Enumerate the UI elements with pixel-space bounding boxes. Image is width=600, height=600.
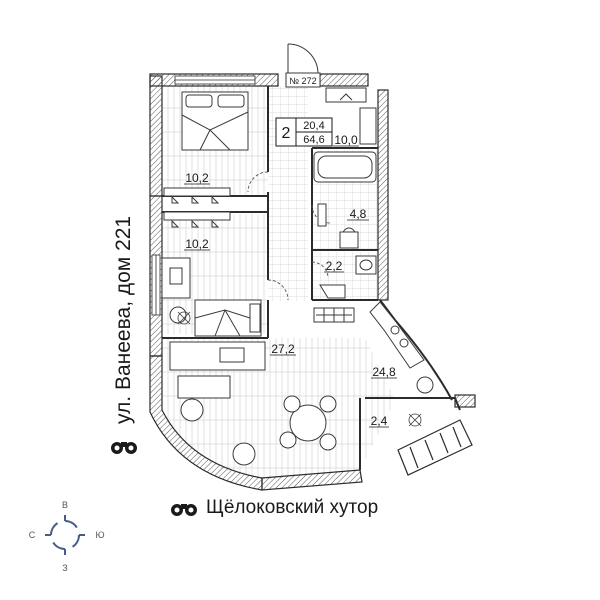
project-label: Щёлоковский хутор [170,497,378,519]
hall-furniture [313,87,377,323]
area-bathroom: 4,8 [350,207,367,221]
apartment-number: № 272 [289,76,316,86]
windows [151,75,256,316]
dining-table [279,395,337,451]
area-living-room: 27,2 [271,342,295,356]
area-hall: 10,0 [334,133,358,147]
area-kitchen: 24,8 [372,365,396,379]
plants [177,311,422,427]
interior-walls [162,86,378,339]
binoculars-icon [171,504,197,516]
compass-ring [50,520,80,550]
area-wc: 2,2 [326,259,343,273]
compass-south: Ю [95,530,104,540]
wardrobes [163,187,231,228]
compass-west: З [62,563,67,573]
wc-fixtures [319,255,377,299]
project-name: Щёлоковский хутор [206,497,379,518]
compass-north: С [29,530,36,540]
area-bedroom-1: 10,2 [185,171,209,185]
room-area-labels: 10,2 10,2 10,0 4,8 2,2 27,2 24,8 2,4 [184,133,397,428]
bed-1 [181,91,249,151]
rooms-count: 2 [282,125,291,142]
desk [161,257,191,324]
apartment-info: 2 20,4 64,6 [275,117,333,147]
total-area: 64,6 [303,134,324,146]
area-bedroom-2: 10,2 [185,237,209,251]
bed-2 [194,299,262,337]
compass-east: В [62,500,68,510]
door-arcs [247,171,331,301]
balcony [397,394,476,476]
bathtub [313,151,377,249]
street-label: ул. Ванеева, дом 221 [111,130,137,460]
living-area: 20,4 [303,120,324,132]
binoculars-icon [111,442,137,454]
living-floor [162,338,395,480]
kitchen-counter [369,301,425,369]
armchairs [180,376,434,466]
compass-rose: В З С Ю [29,500,105,573]
street-name: ул. Ванеева, дом 221 [112,215,135,424]
entrance-door [285,43,321,88]
sofa [169,341,266,399]
area-balcony: 2,4 [371,414,388,428]
